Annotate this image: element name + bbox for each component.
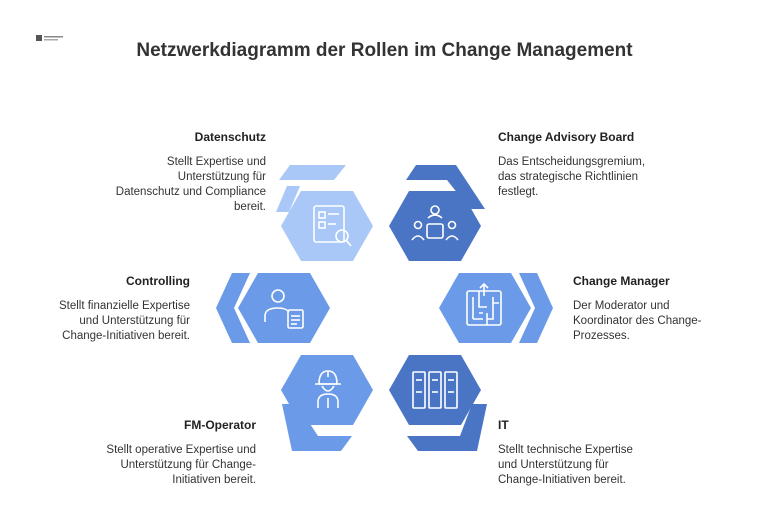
role-name: Change Advisory Board [498, 130, 635, 144]
role-change-advisory-board: Change Advisory Board Das Entscheidungsg… [498, 130, 718, 200]
node-fm-operator [281, 355, 373, 451]
role-description: Stellt operative Expertise und Unterstüt… [106, 444, 256, 486]
role-description: Stellt finanzielle Expertise und Unterst… [58, 300, 190, 342]
document-search-icon [313, 205, 352, 247]
role-name: Change Manager [573, 274, 670, 288]
role-fm-operator: FM-Operator Stellt operative Expertise u… [40, 418, 256, 488]
hexagon-it [389, 355, 481, 425]
chevron-it [407, 404, 487, 451]
node-change-advisory-board [389, 165, 485, 261]
worker-helmet-icon [315, 370, 341, 408]
hexagon-change-advisory-board [389, 191, 481, 261]
role-description: Das Entscheidungsgremium, das strategisc… [498, 156, 646, 198]
node-change-manager [439, 273, 553, 343]
page-title: Netzwerkdiagramm der Rollen im Change Ma… [136, 40, 633, 61]
role-name: IT [498, 418, 509, 432]
role-name: Datenschutz [194, 130, 266, 144]
server-rack-icon [412, 371, 458, 409]
role-description: Stellt Expertise und Unterstützung für D… [115, 156, 266, 213]
person-report-icon [264, 289, 304, 329]
maze-icon [466, 282, 502, 326]
role-controlling: Controlling Stellt finanzielle Expertise… [10, 274, 190, 344]
hexagon-change-manager [439, 273, 531, 343]
logo [36, 30, 64, 41]
chevron-change-advisory-board [406, 165, 485, 209]
hexagon-fm-operator [281, 355, 373, 425]
board-meeting-icon [411, 205, 459, 241]
role-datenschutz: Datenschutz Stellt Expertise und Unterst… [40, 130, 266, 215]
node-controlling [216, 273, 330, 343]
chevron-change-manager [519, 273, 553, 343]
role-name: FM-Operator [184, 418, 256, 432]
role-change-manager: Change Manager Der Moderator und Koordin… [573, 274, 753, 344]
chevron-controlling [216, 273, 250, 343]
role-name: Controlling [126, 274, 190, 288]
node-datenschutz [276, 165, 373, 261]
node-it [389, 355, 487, 451]
role-it: IT Stellt technische Expertise und Unter… [498, 418, 718, 488]
hexagon-datenschutz [281, 191, 373, 261]
chevron-datenschutz [279, 165, 346, 180]
role-description: Stellt technische Expertise und Unterstü… [498, 444, 633, 486]
role-description: Der Moderator und Koordinator des Change… [573, 300, 702, 342]
